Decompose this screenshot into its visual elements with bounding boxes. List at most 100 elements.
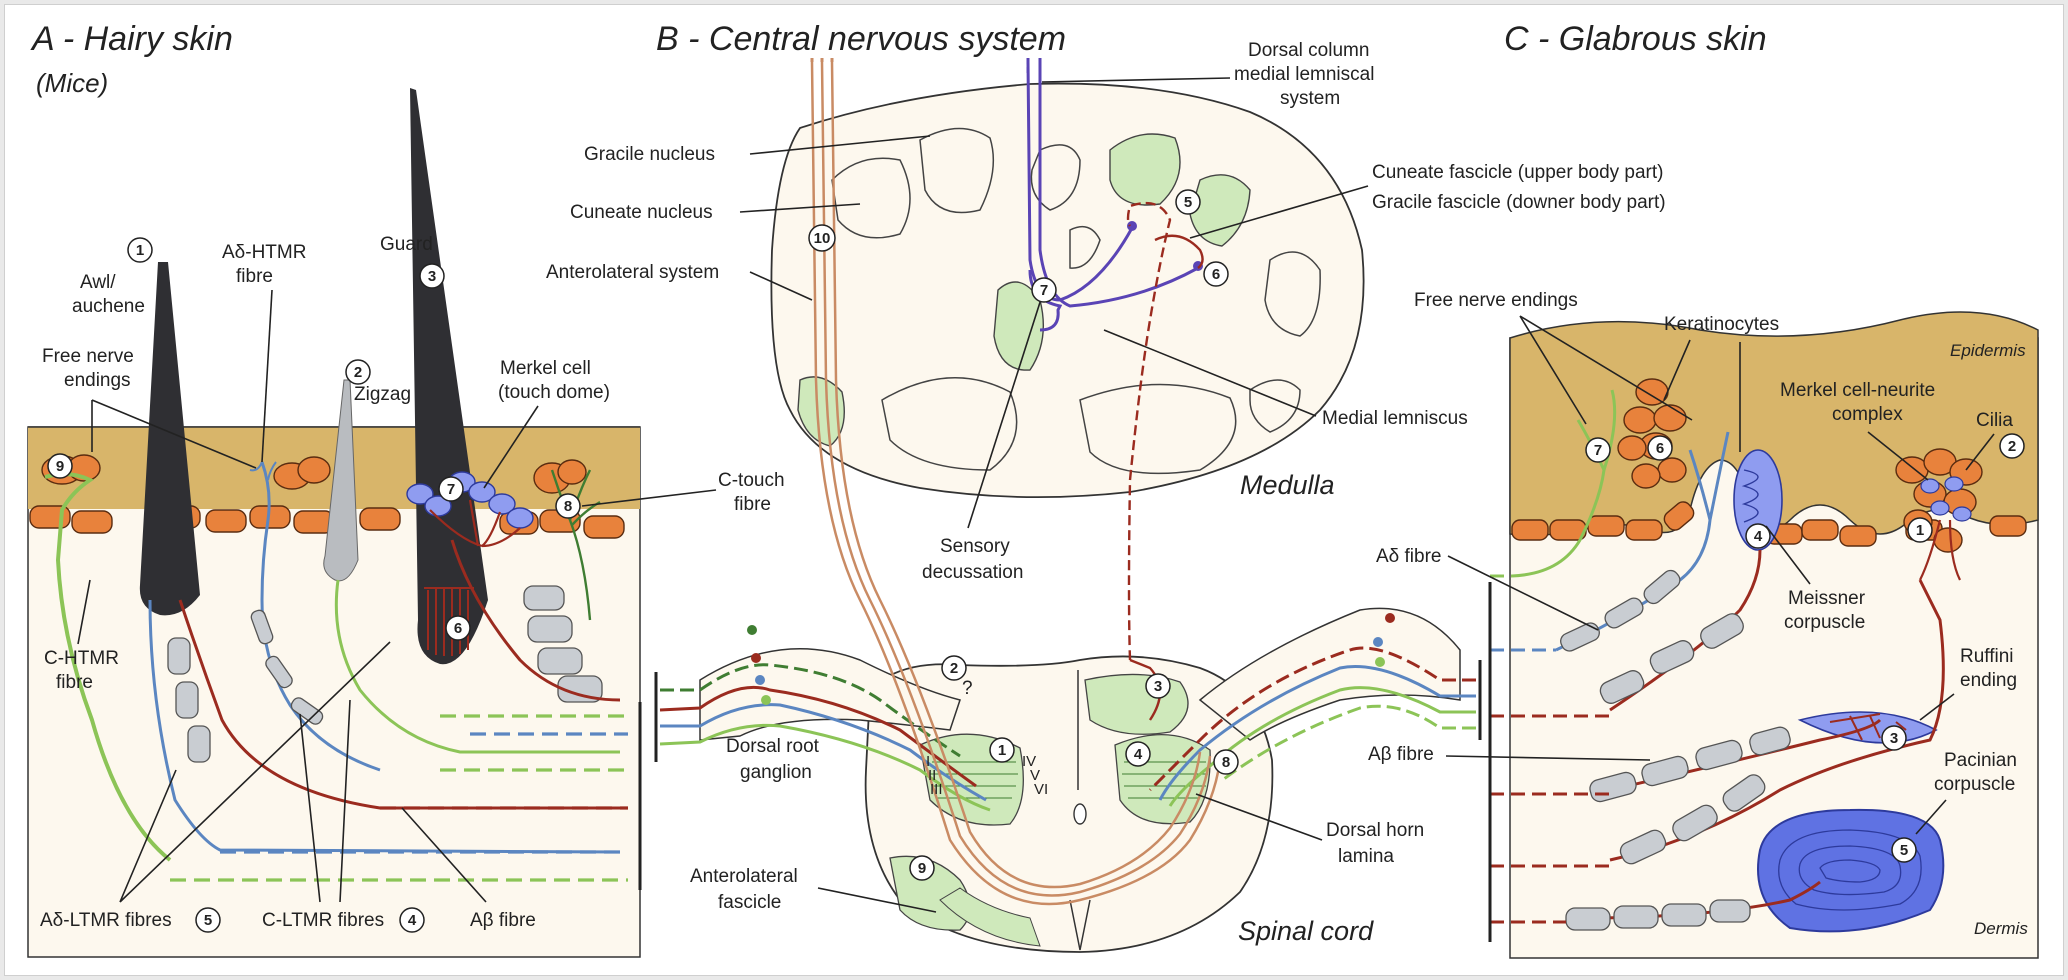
label-dorsal-horn-2: lamina xyxy=(1338,846,1394,867)
svg-text:2: 2 xyxy=(950,660,958,677)
label-c-htmr-2: fibre xyxy=(56,672,93,693)
label-keratinocytes: Keratinocytes xyxy=(1664,314,1779,335)
svg-text:2: 2 xyxy=(354,364,362,381)
glabrous-myelin-segments xyxy=(1560,569,1791,931)
glabrous-dashed-fibres xyxy=(1490,574,1610,924)
svg-text:6: 6 xyxy=(1212,266,1220,283)
label-dorsal-col-1: Dorsal column xyxy=(1248,40,1369,61)
hairy-myelin-segments xyxy=(167,585,603,763)
awl-ab-fibre xyxy=(178,599,620,810)
label-pacinian-1: Pacinian xyxy=(1944,750,2017,771)
left-dorsal-root-ganglion xyxy=(699,648,961,741)
label-c-htmr-1: C-HTMR xyxy=(44,648,119,669)
label-free-c: Free nerve endings xyxy=(1414,290,1578,311)
label-awl-2: auchene xyxy=(72,296,145,317)
svg-text:7: 7 xyxy=(1594,442,1602,459)
panel-a-subtitle: (Mice) xyxy=(36,68,108,98)
label-free-a-1: Free nerve xyxy=(42,346,134,367)
panel-b-cns: B - Central nervous system xyxy=(546,20,1666,953)
label-ad-c: Aδ fibre xyxy=(1376,546,1442,567)
right-dorsal-root-ganglion xyxy=(1198,607,1461,741)
label-pacinian-2: corpuscle xyxy=(1934,774,2015,795)
svg-text:3: 3 xyxy=(428,268,436,285)
svg-text:10: 10 xyxy=(814,230,831,247)
svg-text:9: 9 xyxy=(56,458,64,475)
label-c-ltmr: C-LTMR fibres xyxy=(262,910,384,931)
lamina-ii: II xyxy=(928,767,936,784)
medulla-nuclei xyxy=(831,127,1321,475)
left-root-fibres xyxy=(659,663,991,812)
panel-a-title: A - Hairy skin xyxy=(30,20,233,58)
lamina-i: I xyxy=(926,753,930,770)
zigzag-hair xyxy=(323,379,359,582)
label-ab-c: Aβ fibre xyxy=(1368,744,1434,765)
svg-text:6: 6 xyxy=(454,620,462,637)
label-dermis: Dermis xyxy=(1974,919,2028,938)
label-anterolateral-fascicle-1: Anterolateral xyxy=(690,866,798,887)
panel-a-number-markers: 1 2 3 7 8 6 9 5 4 xyxy=(47,237,581,933)
label-c-touch-2: fibre xyxy=(734,494,771,515)
panel-c-title: C - Glabrous skin xyxy=(1504,20,1767,58)
label-meissner-1: Meissner xyxy=(1788,588,1866,609)
lamina-iv: IV xyxy=(1022,753,1036,770)
right-drg-cell-bodies xyxy=(1373,613,1395,667)
label-drg-2: ganglion xyxy=(740,762,812,783)
panel-c-number-markers: 7 6 4 1 2 3 5 xyxy=(1585,433,2025,863)
svg-text:2: 2 xyxy=(2008,438,2016,455)
svg-text:5: 5 xyxy=(204,912,212,929)
label-spinal-cord: Spinal cord xyxy=(1238,916,1374,946)
guard-hair xyxy=(410,88,488,665)
anterolateral-system-tract xyxy=(810,61,1222,906)
right-root-fibres xyxy=(1148,646,1476,807)
label-sensory-dec-2: decussation xyxy=(922,562,1023,583)
label-dorsal-col-2: medial lemniscal xyxy=(1234,64,1374,85)
svg-text:1: 1 xyxy=(136,242,144,259)
label-medial-lemniscus: Medial lemniscus xyxy=(1322,408,1468,429)
label-c-touch-1: C-touch xyxy=(718,470,785,491)
label-cuneate-nucleus: Cuneate nucleus xyxy=(570,202,713,223)
left-drg-cell-bodies xyxy=(747,625,771,705)
panel-b-number-markers: 10 7 5 6 2 3 1 4 8 9 xyxy=(808,189,1239,881)
svg-text:3: 3 xyxy=(1890,730,1898,747)
svg-text:5: 5 xyxy=(1900,842,1908,859)
svg-text:4: 4 xyxy=(408,912,417,929)
lamina-v: V xyxy=(1030,767,1040,784)
lamina-vi: VI xyxy=(1034,781,1048,798)
label-ruffini-2: ending xyxy=(1960,670,2017,691)
panel-c-glabrous-skin: C - Glabrous skin xyxy=(1368,20,2039,959)
panel-b-title: B - Central nervous system xyxy=(656,20,1066,58)
label-ruffini-1: Ruffini xyxy=(1960,646,2014,667)
svg-text:5: 5 xyxy=(1184,194,1192,211)
c-htmr-fibre xyxy=(44,472,172,862)
label-gracile-fascicle: Gracile fascicle (downer body part) xyxy=(1372,192,1666,213)
label-merkel-c-1: Merkel cell-neurite xyxy=(1780,380,1935,401)
label-awl-1: Awl/ xyxy=(80,272,116,293)
svg-text:8: 8 xyxy=(1222,754,1230,771)
label-cuneate-fascicle: Cuneate fascicle (upper body part) xyxy=(1372,162,1664,183)
label-ad-ltmr: Aδ-LTMR fibres xyxy=(40,910,172,931)
svg-text:7: 7 xyxy=(447,481,455,498)
label-dorsal-col-3: system xyxy=(1280,88,1340,109)
svg-text:6: 6 xyxy=(1656,440,1664,457)
svg-text:8: 8 xyxy=(564,498,572,515)
right-dorsal-column xyxy=(1084,673,1189,735)
svg-text:1: 1 xyxy=(1916,522,1924,539)
label-ab-a: Aβ fibre xyxy=(470,910,536,931)
svg-text:1: 1 xyxy=(998,742,1006,759)
svg-text:7: 7 xyxy=(1040,282,1048,299)
label-guard: Guard xyxy=(380,234,433,255)
label-sensory-dec-1: Sensory xyxy=(940,536,1010,557)
label-dorsal-horn-1: Dorsal horn xyxy=(1326,820,1424,841)
label-anterolateral-system: Anterolateral system xyxy=(546,262,719,283)
svg-text:9: 9 xyxy=(918,860,926,877)
label-meissner-2: corpuscle xyxy=(1784,612,1865,633)
meissner-corpuscle xyxy=(1733,449,1783,551)
dorsal-column-ascending xyxy=(1126,201,1172,661)
hairy-dashed-fibres xyxy=(170,714,628,882)
label-cilia: Cilia xyxy=(1976,410,2013,431)
label-free-a-2: endings xyxy=(64,370,131,391)
panel-a-hairy-skin: A - Hairy skin (Mice) xyxy=(27,20,785,958)
label-question: ? xyxy=(962,678,973,699)
label-merkel-a-2: (touch dome) xyxy=(498,382,610,403)
